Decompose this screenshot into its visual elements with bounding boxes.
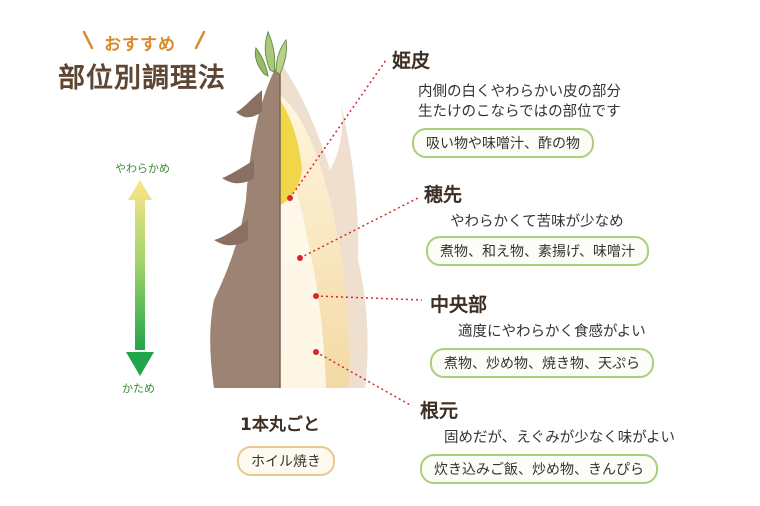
dish-pill-whole: ホイル焼き bbox=[237, 446, 335, 476]
shoot-inner-core bbox=[280, 140, 326, 388]
arrow-label-hard: かため bbox=[122, 382, 155, 395]
recommend-tag: おすすめ bbox=[104, 35, 176, 55]
part-desc-himekawa-1: 内側の白くやわらかい皮の部分 bbox=[418, 84, 621, 100]
dish-pill-chuobu: 煮物、炒め物、焼き物、天ぷら bbox=[430, 348, 654, 378]
dish-pill-nemoto: 炊き込みご飯、炒め物、きんぴら bbox=[420, 454, 658, 484]
part-name-chuobu: 中央部 bbox=[430, 294, 488, 316]
part-desc-nemoto: 固めだが、えぐみが少なく味がよい bbox=[444, 430, 675, 446]
shoot-tip-yellow bbox=[280, 100, 302, 205]
page-title: 部位別調理法 bbox=[58, 63, 226, 94]
part-name-himekawa: 姫皮 bbox=[392, 50, 431, 72]
part-desc-hosaki: やわらかくて苦味が少なめ bbox=[450, 214, 624, 230]
part-name-nemoto: 根元 bbox=[420, 400, 459, 422]
slash-left-icon bbox=[82, 30, 94, 50]
whole-shoot-label: 1本丸ごと bbox=[240, 415, 320, 435]
leader-lines bbox=[289, 59, 423, 407]
arrow-label-soft: やわらかめ bbox=[115, 162, 170, 175]
part-desc-himekawa-2: 生たけのこならではの部位です bbox=[418, 104, 621, 120]
dish-pill-himekawa: 吸い物や味噌汁、酢の物 bbox=[412, 128, 594, 158]
leader-dots bbox=[287, 195, 319, 355]
dish-pill-hosaki: 煮物、和え物、素揚げ、味噌汁 bbox=[426, 236, 650, 266]
slash-right-icon bbox=[194, 30, 206, 50]
part-name-hosaki: 穂先 bbox=[424, 184, 463, 206]
softness-arrow-icon bbox=[126, 180, 154, 376]
part-desc-chuobu: 適度にやわらかく食感がよい bbox=[458, 324, 646, 340]
